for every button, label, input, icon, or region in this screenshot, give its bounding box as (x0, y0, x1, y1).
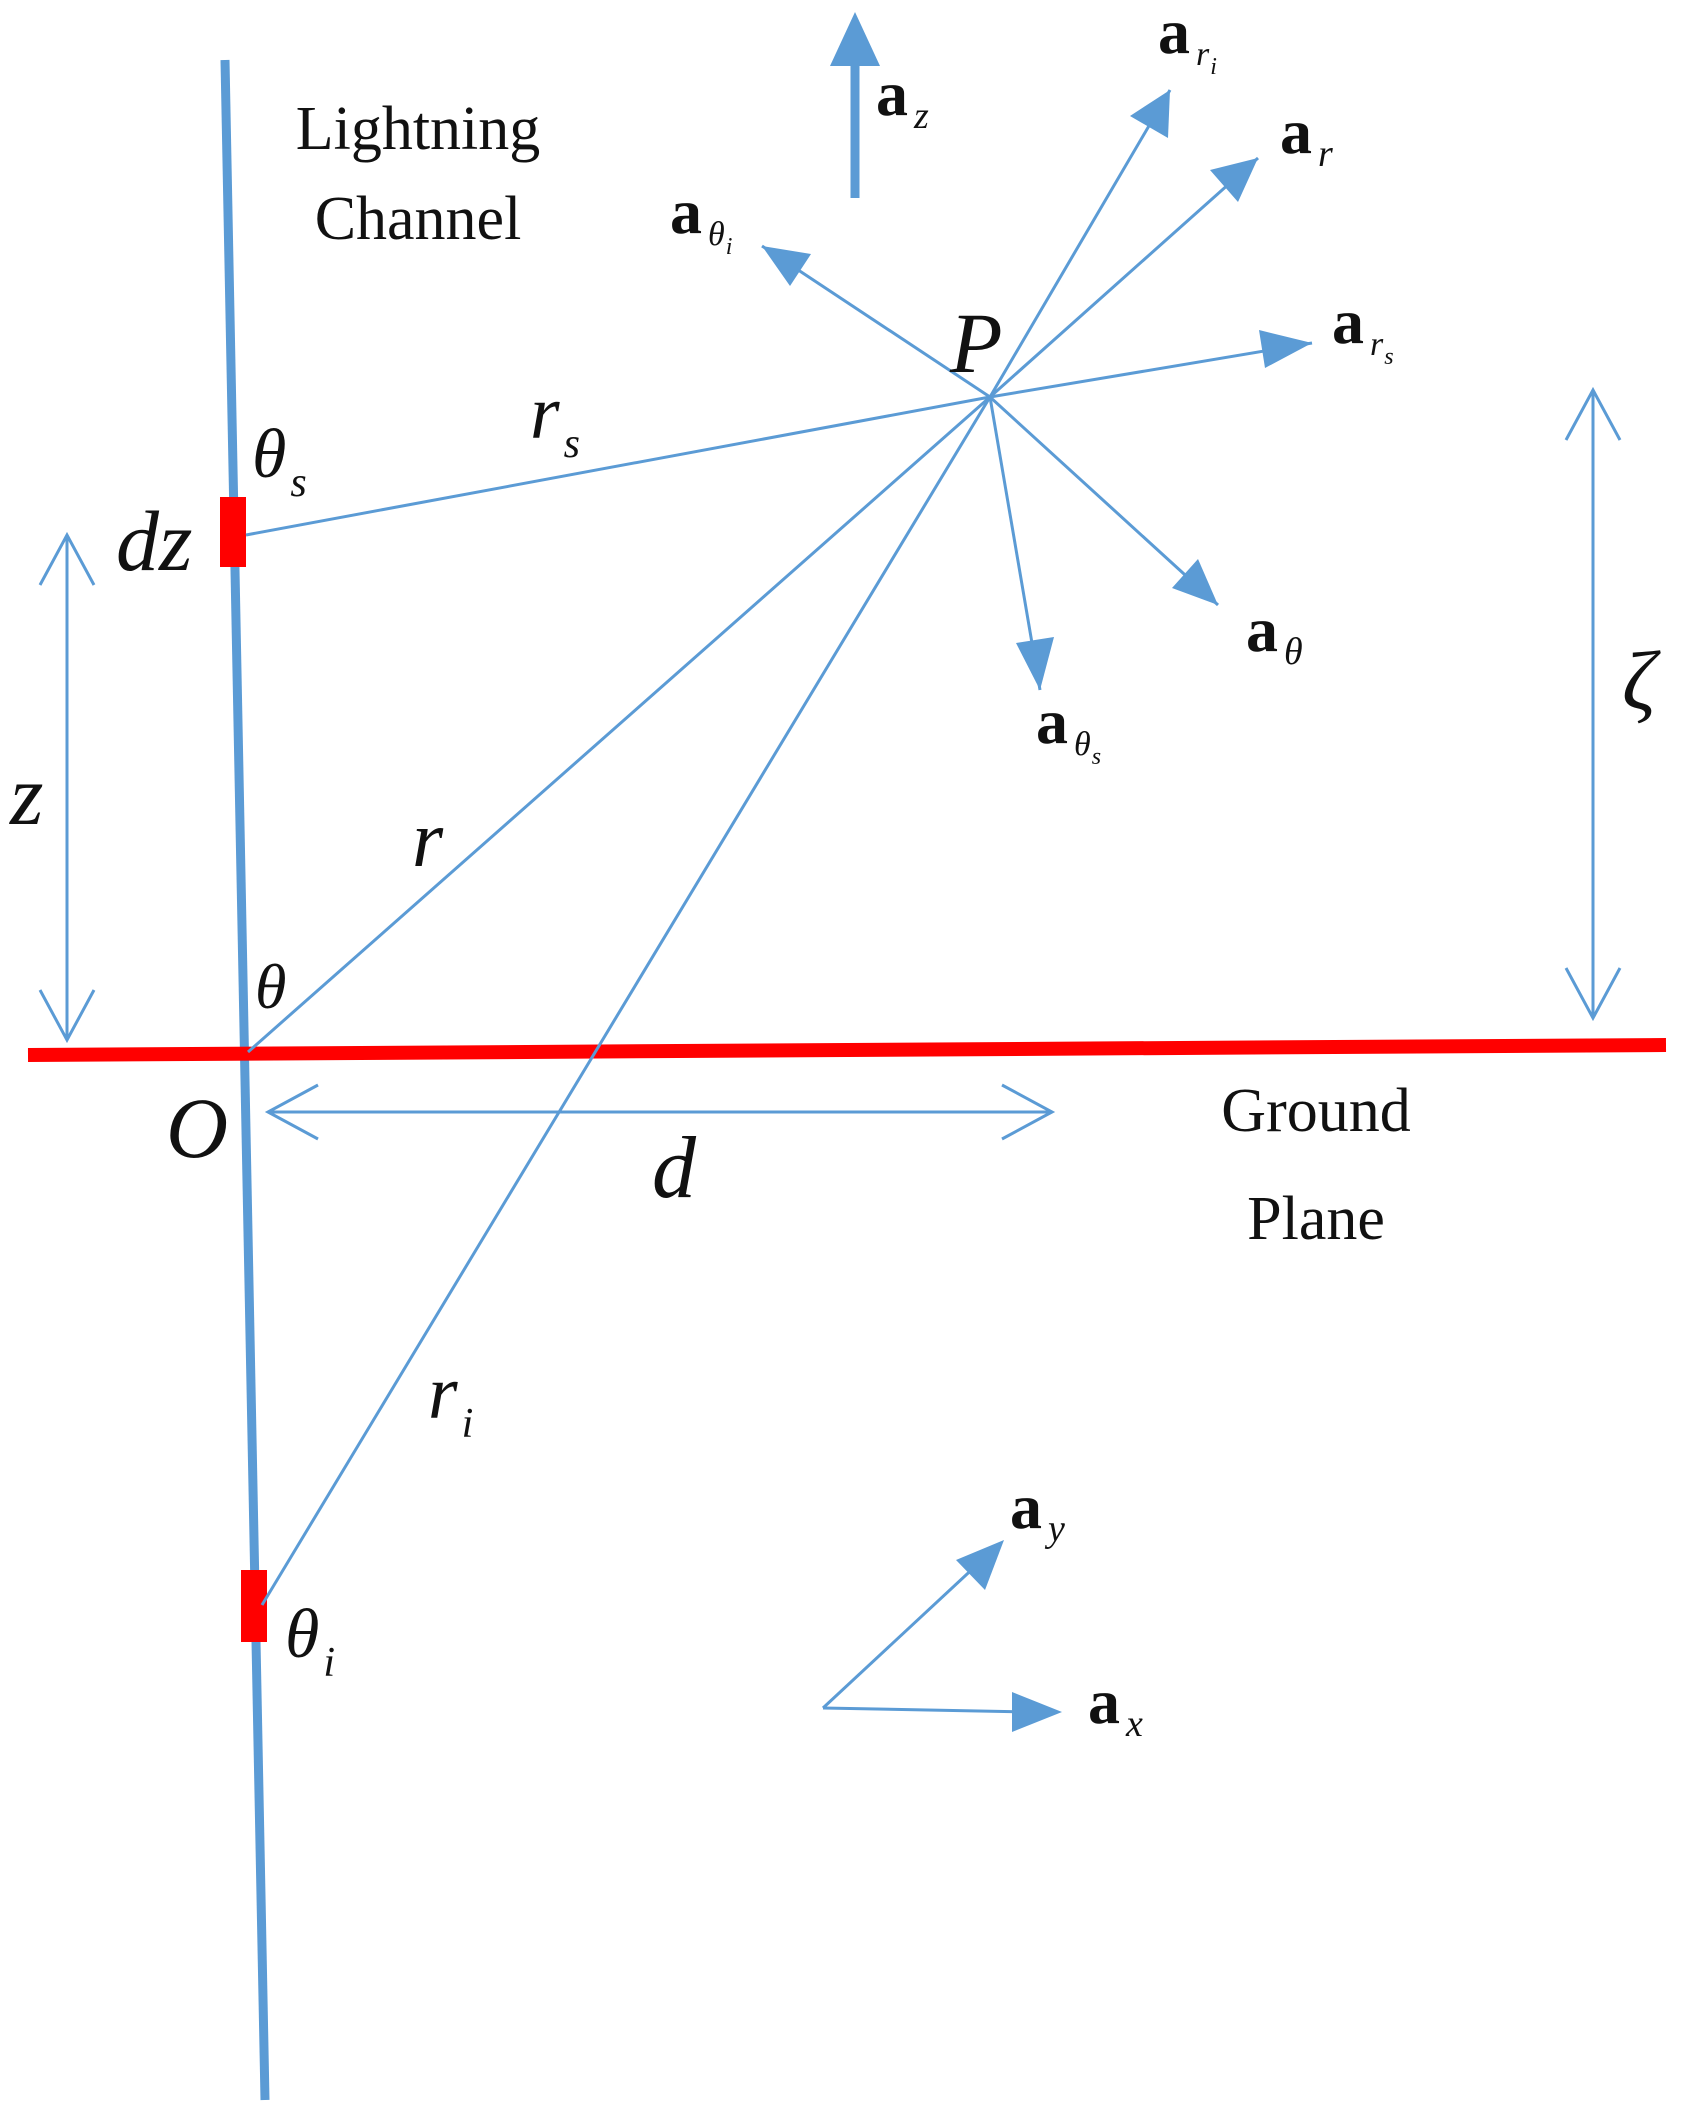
angle-theta-s-label: θs (252, 416, 307, 506)
line-ri (260, 396, 992, 1606)
angle-theta-label: θ (255, 951, 287, 1022)
vector-a-rs-head (1259, 330, 1312, 368)
vector-a-ri-head (1130, 90, 1170, 138)
origin-O-label: O (166, 1080, 229, 1176)
zeta-dimension-arrow (1564, 386, 1622, 1022)
vector-a-y-head (956, 1540, 1004, 1590)
vector-a-thetas-head (1016, 637, 1054, 690)
vector-a-theta-arrow (988, 395, 1220, 607)
vector-a-thetai-head (762, 246, 811, 286)
vector-a-x-arrow (822, 1706, 1031, 1714)
channel-label-line1: Lightning (295, 95, 541, 163)
vector-a-y-arrow (821, 1560, 982, 1710)
d-dimension-arrow (264, 1083, 1056, 1141)
vector-a-ri-arrow (988, 89, 1172, 398)
distance-ri-label: ri (428, 1351, 474, 1447)
source-segment-dz (220, 497, 246, 567)
z-dimension-arrow (38, 531, 96, 1044)
ground-plane-line (27, 1038, 1667, 1062)
vector-a-thetai-arrow (761, 244, 991, 399)
line-rs (245, 395, 991, 537)
ground-label-line2: Plane (1247, 1185, 1385, 1253)
height-z-label: z (10, 747, 44, 843)
lightning-channel-line (220, 59, 270, 2101)
vector-a-rs-arrow (989, 341, 1313, 399)
vector-a-x-head (1012, 1692, 1062, 1732)
vector-a-r-head (1210, 158, 1258, 202)
distance-rs-label: rs (530, 371, 580, 467)
angle-theta-i-label: θi (285, 1596, 336, 1686)
channel-label-line2: Channel (314, 185, 522, 253)
vector-a-theta-head (1172, 559, 1218, 605)
element-dz-label: dz (116, 493, 193, 589)
line-r (247, 395, 991, 1054)
distance-d-label: d (652, 1120, 696, 1217)
distance-r-label: r (412, 796, 444, 884)
image-segment (241, 1570, 267, 1642)
vector-a-z-head (830, 12, 880, 66)
ground-label-line1: Ground (1221, 1077, 1411, 1145)
point-P-label: P (950, 295, 1003, 391)
height-zeta-label: ζ (1622, 635, 1657, 728)
vector-a-r-arrow (989, 156, 1259, 399)
